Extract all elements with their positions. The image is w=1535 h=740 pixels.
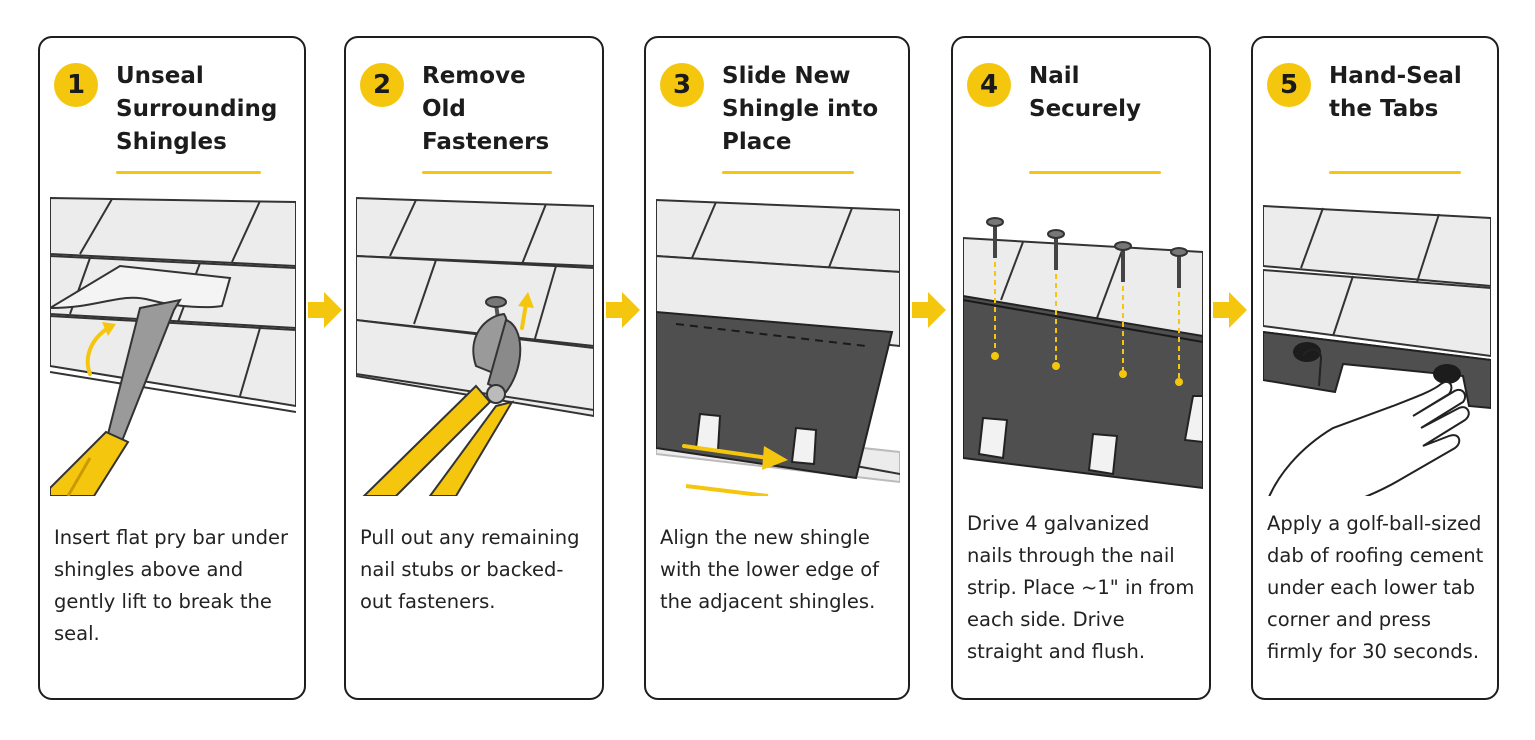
installed-shingle <box>963 294 1203 490</box>
pry-bar-illustration <box>50 196 296 496</box>
title-underline <box>1029 171 1161 174</box>
step-description: Insert flat pry bar under shingles above… <box>54 526 288 645</box>
title-underline <box>116 171 261 174</box>
title-underline <box>422 171 552 174</box>
step-title: Hand-Seal the Tabs <box>1329 63 1462 122</box>
pliers <box>362 312 522 496</box>
slide-arrow-icon <box>685 484 769 496</box>
step-card-4: 4 Nail Securely <box>951 36 1211 700</box>
step-title: Remove Old Fasteners <box>422 63 550 155</box>
step-description: Align the new shingle with the lower edg… <box>660 526 880 613</box>
step-card-5: 5 Hand-Seal the Tabs Apply a golf-ball-s… <box>1251 36 1499 700</box>
arrow-right-icon <box>606 292 640 328</box>
step-description: Drive 4 galvanized nails through the nai… <box>967 512 1195 663</box>
nailing-illustration <box>963 217 1203 490</box>
step-card-2: 2 Remove Old Fasteners Pul <box>344 36 604 700</box>
arrow-right-icon <box>1213 292 1247 328</box>
slide-shingle-illustration <box>656 198 900 496</box>
roof-shingles <box>356 196 594 418</box>
nails <box>986 217 1188 288</box>
slide-direction-arrow-icon <box>682 444 788 470</box>
pull-up-arrow-icon <box>520 302 528 330</box>
roof-shingles <box>50 196 296 413</box>
title-underline <box>722 171 854 174</box>
pry-bar <box>50 298 183 496</box>
arrow-right-icon <box>912 292 946 328</box>
nail-guide-lines <box>994 262 1180 382</box>
step-number-badge: 3 <box>660 63 704 107</box>
step-card-3: 3 Slide New Shingle into Place Align the… <box>644 36 910 700</box>
hand-seal-illustration <box>1263 204 1491 496</box>
new-shingle <box>656 310 894 480</box>
step-description: Pull out any remaining nail stubs or bac… <box>360 526 580 613</box>
step-title: Unseal Surrounding Shingles <box>116 63 278 155</box>
hand <box>1268 348 1470 496</box>
step-number-badge: 1 <box>54 63 98 107</box>
step-title: Nail Securely <box>1029 63 1141 122</box>
lift-arrow-head <box>102 322 116 336</box>
nail-points <box>991 352 1183 386</box>
pull-up-arrow-head <box>518 292 534 308</box>
lift-arrow-icon <box>85 326 110 376</box>
arrow-right-icon <box>308 292 342 328</box>
roof-shingles <box>1263 204 1491 361</box>
pliers-illustration <box>356 196 594 496</box>
step-description: Apply a golf-ball-sized dab of roofing c… <box>1267 512 1484 663</box>
title-underline <box>1329 171 1461 174</box>
step-number-badge: 4 <box>967 63 1011 107</box>
step-card-1: 1 Unseal Surrounding Shingles Insert fla… <box>38 36 306 700</box>
step-number-badge: 5 <box>1267 63 1311 107</box>
step-number-badge: 2 <box>360 63 404 107</box>
step-title: Slide New Shingle into Place <box>722 63 879 155</box>
